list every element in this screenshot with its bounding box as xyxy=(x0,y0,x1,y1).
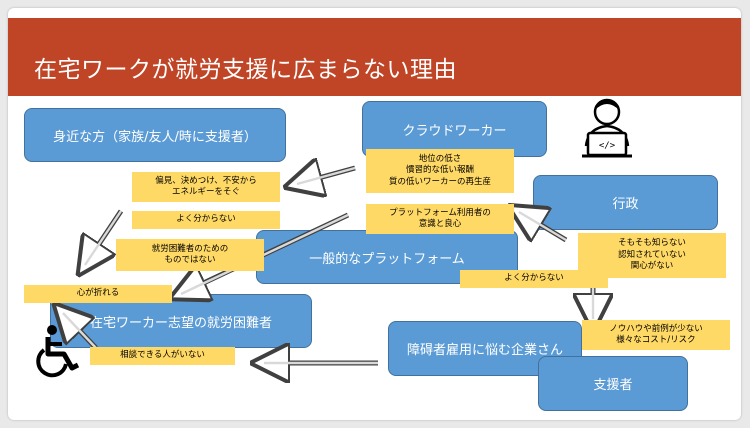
slide-title: 在宅ワークが就労支援に広まらない理由 xyxy=(34,57,457,83)
note-no-consult: 相談できる人がいない xyxy=(90,347,235,365)
wheelchair-user-icon xyxy=(36,325,80,378)
note-knowhow: ノウハウや前例が少ない 様々なコスト/リスク xyxy=(582,320,730,350)
developer-laptop-icon: </> xyxy=(582,98,632,158)
note-status: 地位の低さ 慣習的な低い報酬 質の低いワーカーの再生産 xyxy=(366,149,514,193)
note-platform-awareness: プラットフォーム利用者の 意識と良心 xyxy=(366,204,514,234)
note-prejudice: 偏見、決めつけ、不安から エネルギーをそぐ xyxy=(132,172,280,202)
slide: 在宅ワークが就労支援に広まらない理由 身近な方（家族/友人/時に支援者） クラウ… xyxy=(8,8,741,420)
title-bar xyxy=(8,18,741,96)
box-government: 行政 xyxy=(533,175,718,230)
note-unclear-platform: よく分からない xyxy=(460,270,608,288)
note-not-for-them: 就労困難者のための ものではない xyxy=(116,239,264,271)
note-unclear-family: よく分からない xyxy=(132,211,280,229)
note-broken-heart: 心が折れる xyxy=(24,285,172,303)
svg-text:</>: </> xyxy=(599,141,616,151)
box-supporter: 支援者 xyxy=(538,356,688,411)
box-family: 身近な方（家族/友人/時に支援者） xyxy=(24,108,286,162)
box-crowd-worker: クラウドワーカー xyxy=(362,101,547,157)
